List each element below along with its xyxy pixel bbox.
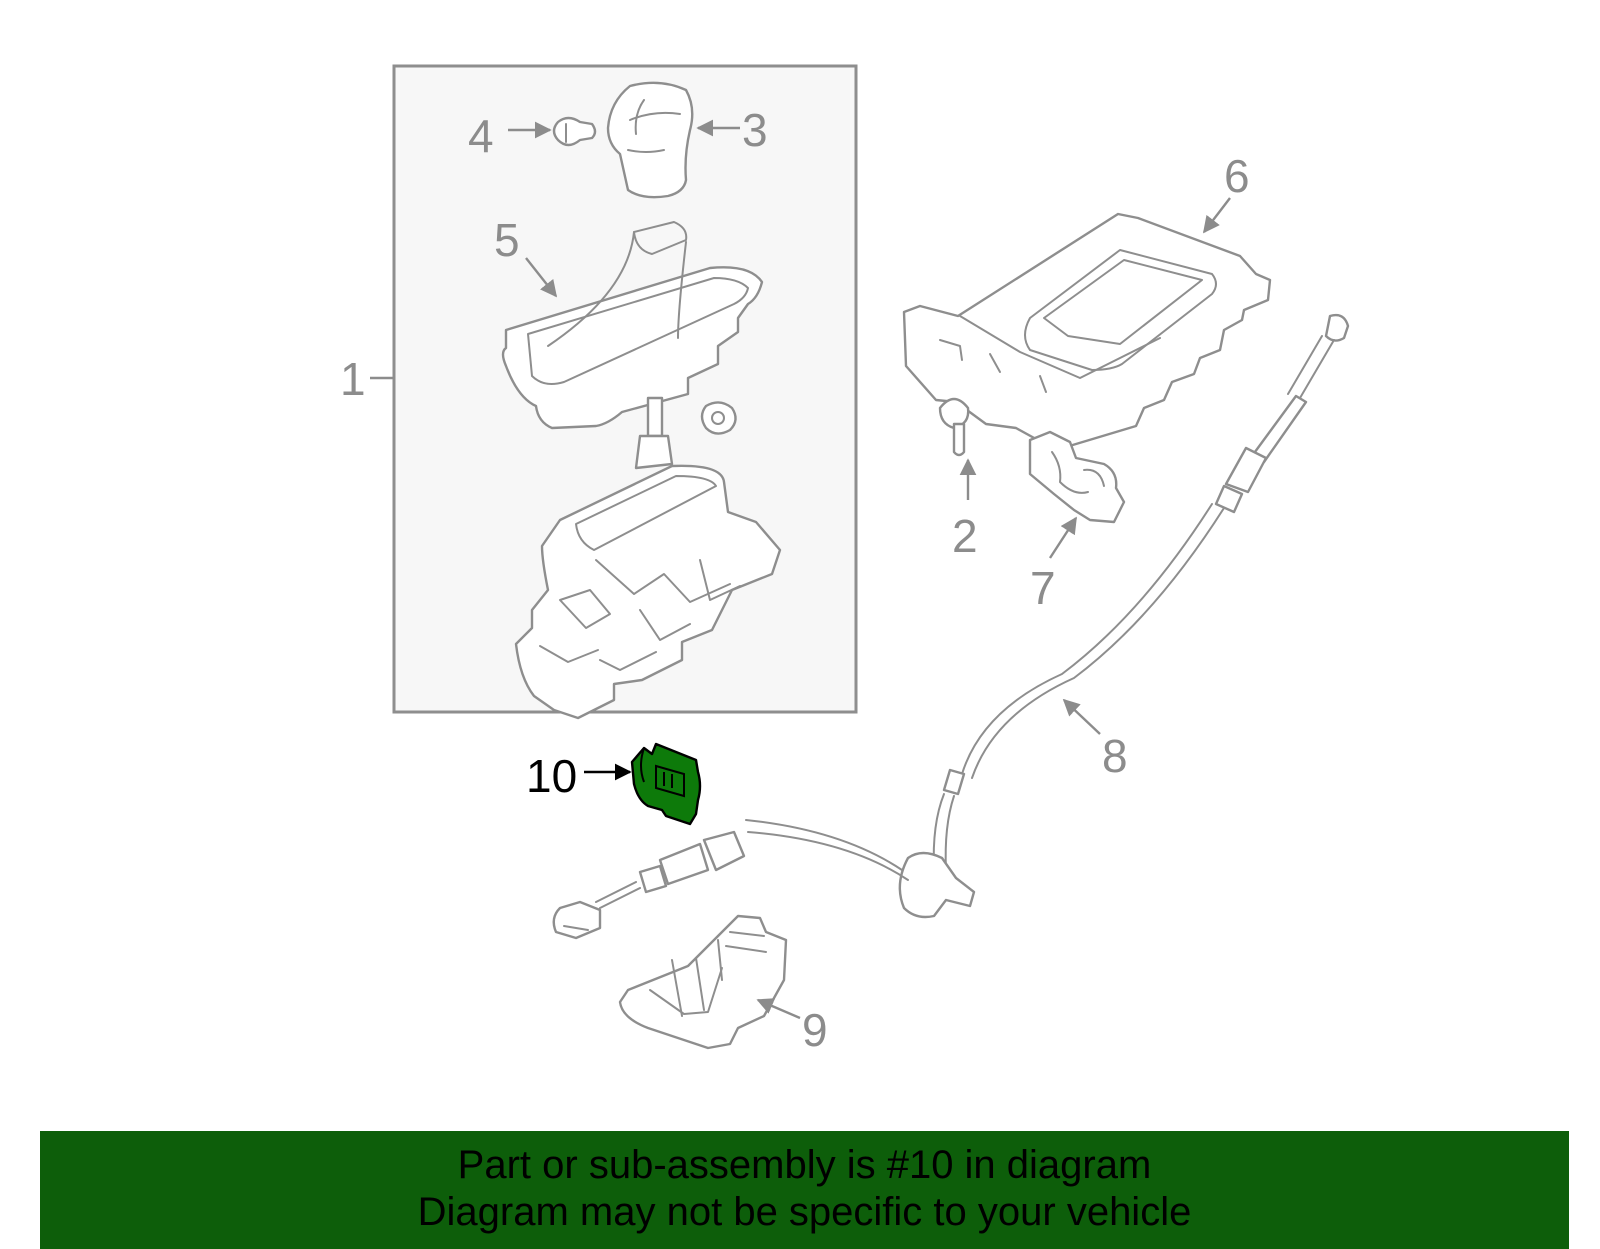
callout-3: 3 [742,104,768,156]
part-2-bolt[interactable] [938,397,970,457]
part-6-console-bezel[interactable] [902,212,1272,452]
part-10-clip[interactable] [630,742,702,826]
callout-4: 4 [468,110,494,162]
callout-1: 1 [340,353,366,405]
callout-8: 8 [1102,730,1128,782]
callout-2: 2 [952,510,978,562]
callout-10: 10 [526,750,577,802]
part-1-shifter-base[interactable] [514,396,782,720]
callout-9: 9 [802,1004,828,1056]
grommet[interactable] [700,401,737,435]
leader-5 [525,257,558,298]
part-3-shift-knob[interactable] [606,81,694,199]
parts-diagram: 1 2 3 4 5 6 7 8 9 10 [340,64,1350,1056]
leader-6 [1202,197,1231,234]
callout-7: 7 [1030,562,1056,614]
callout-5: 5 [494,214,520,266]
part-4-clip[interactable] [552,116,597,147]
info-banner: Part or sub-assembly is #10 in diagram D… [40,1131,1569,1249]
banner-line-2: Diagram may not be specific to your vehi… [417,1190,1192,1234]
part-8-shift-cable[interactable] [552,313,1350,940]
banner-line-1: Part or sub-assembly is #10 in diagram [457,1143,1152,1187]
leader-8 [1062,698,1101,735]
part-9-bracket[interactable] [618,914,788,1050]
leader-7 [1048,516,1078,559]
leader-9 [756,998,801,1020]
part-5-shift-boot[interactable] [501,221,764,430]
part-7-harness[interactable] [1028,430,1126,524]
callout-6: 6 [1224,150,1250,202]
